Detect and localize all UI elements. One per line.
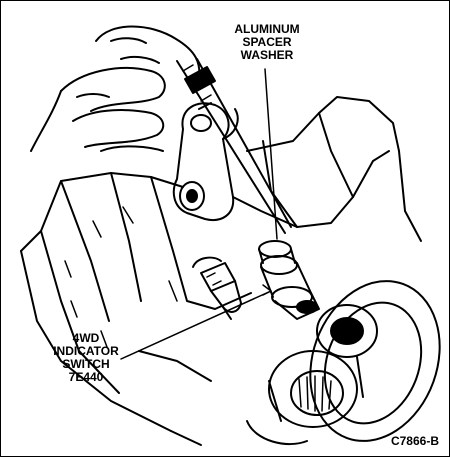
tool [176, 58, 292, 234]
indicator-switch-label: 4WD INDICATOR SWITCH 7E440 [53, 331, 119, 384]
transfer-case-housing [20, 96, 422, 446]
switch-leader [120, 290, 272, 360]
figure-code: C7866-B [390, 434, 439, 448]
indicator-switch-part [192, 256, 242, 320]
washer-leader [264, 68, 278, 240]
shift-lever [172, 102, 239, 221]
output-shaft-assembly [258, 240, 320, 320]
leader-lines [120, 68, 278, 360]
aluminum-spacer-washer-label: ALUMINUM SPACER WASHER [234, 22, 300, 62]
companion-flange [246, 280, 441, 446]
hand [30, 25, 201, 152]
